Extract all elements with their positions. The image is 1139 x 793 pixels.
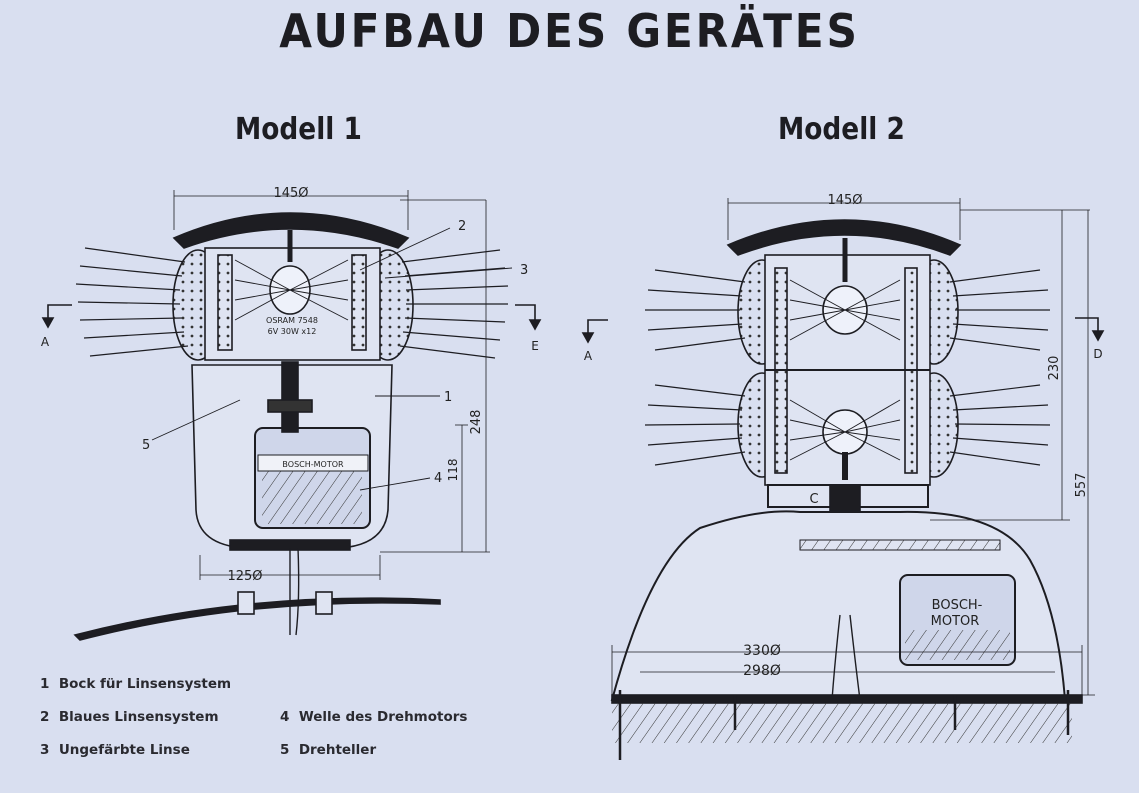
model-1-section-right: E bbox=[531, 339, 539, 353]
page-title: AUFBAU DES GERÄTES bbox=[279, 4, 860, 58]
model-2-base-plate bbox=[611, 694, 1083, 704]
model-1-callout-4: 4 bbox=[434, 471, 442, 486]
model-2-section-right: D bbox=[1093, 347, 1102, 361]
model-1-light-rays-right bbox=[399, 249, 509, 359]
legend-item-3: 3 Ungefärbte Linse bbox=[40, 742, 190, 758]
model-2-dim-base-outer: 330Ø bbox=[743, 643, 781, 659]
model-2-label-c: C bbox=[809, 492, 818, 507]
model-1-callout-2: 2 bbox=[458, 219, 466, 234]
model-1-dim-base: 125Ø bbox=[227, 569, 262, 584]
model-1-lamp-label-1: OSRAM 7548 bbox=[266, 316, 318, 325]
model-1-dim-motor: 118 bbox=[446, 459, 460, 482]
model-1-drawing bbox=[41, 190, 542, 641]
model-2-motor-label-1: BOSCH- bbox=[932, 598, 983, 613]
model-2-light-rays-left bbox=[644, 269, 746, 466]
model-2-mounting-surface bbox=[612, 703, 1072, 743]
model-2-motor-label-2: MOTOR bbox=[931, 614, 980, 629]
legend-item-2: 2 Blaues Linsensystem bbox=[40, 709, 219, 725]
model-2-title: Modell 2 bbox=[778, 112, 905, 147]
model-1-callout-1: 1 bbox=[444, 390, 452, 405]
model-2-dim-upper: 230 bbox=[1047, 356, 1062, 381]
model-2-section-left: A bbox=[584, 349, 593, 363]
model-1-dim-height: 248 bbox=[469, 410, 484, 435]
legend-item-1: 1 Bock für Linsensystem bbox=[40, 676, 232, 692]
model-2-gear bbox=[799, 539, 1001, 551]
model-1-cap bbox=[172, 212, 410, 249]
model-2-dim-top: 145Ø bbox=[827, 193, 862, 208]
model-1-mounting-plate bbox=[73, 597, 441, 641]
model-1-callout-3: 3 bbox=[520, 263, 528, 278]
model-2-light-rays-right bbox=[949, 269, 1051, 466]
model-2-dim-total: 557 bbox=[1074, 473, 1089, 498]
model-1-title: Modell 1 bbox=[235, 112, 362, 147]
legend-item-4: 4 Welle des Drehmotors bbox=[280, 709, 468, 725]
model-1-light-rays-left bbox=[75, 247, 189, 357]
model-1-lamp-label-2: 6V 30W x12 bbox=[268, 327, 317, 336]
model-1-motor-label: BOSCH-MOTOR bbox=[282, 460, 344, 469]
model-1-shaft bbox=[281, 361, 299, 433]
model-2-dim-base-inner: 298Ø bbox=[743, 663, 781, 679]
model-1-dim-top: 145Ø bbox=[273, 186, 308, 201]
model-1-section-left: A bbox=[41, 335, 50, 349]
model-2-drawing bbox=[581, 198, 1105, 760]
model-2-cap bbox=[726, 219, 962, 256]
model-1-callout-5: 5 bbox=[142, 438, 150, 453]
legend-item-5: 5 Drehteller bbox=[280, 742, 377, 758]
